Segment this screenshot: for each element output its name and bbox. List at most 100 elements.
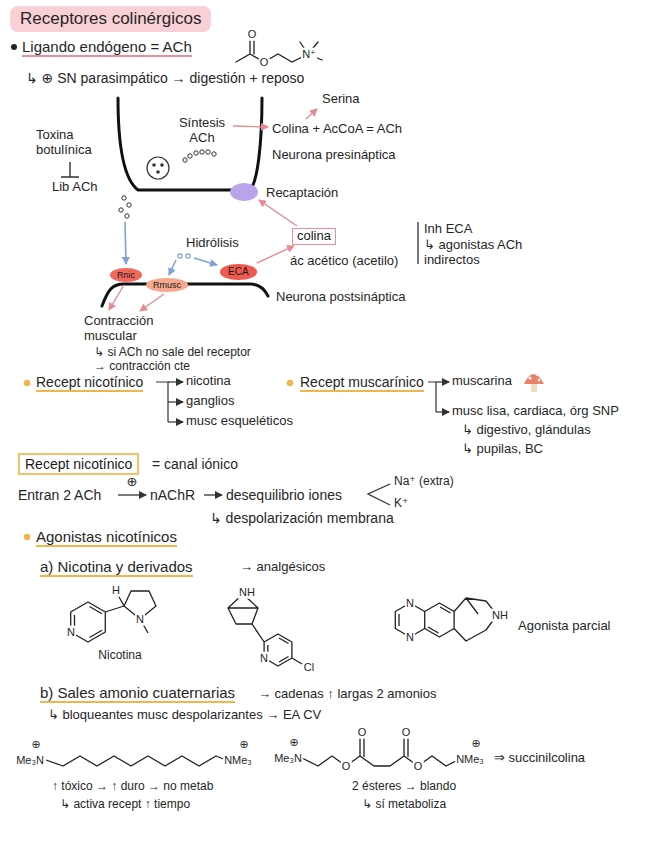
branch-arrow	[436, 411, 449, 412]
part-label: Neurona postsináptica	[276, 290, 405, 305]
note-text: muscarina	[452, 374, 512, 389]
hydrolysis-arrow	[257, 246, 294, 263]
note-text: Colina + AcCoA = ACh	[272, 122, 402, 137]
ach-dot	[200, 150, 204, 154]
heading-text: Ligando endógeno = ACh	[22, 38, 192, 57]
ach-dot	[119, 208, 123, 212]
charge-label: ⊕	[238, 738, 249, 751]
enzyme-shape: ECA	[220, 264, 257, 280]
note-text: Inh ECA	[424, 222, 472, 237]
note-text: ↳ si ACh no sale del receptor → contracc…	[94, 346, 259, 374]
ach-dot	[194, 151, 198, 155]
atom-label: NMe₃	[455, 753, 485, 766]
atom-label: NMe₃	[223, 754, 253, 767]
note-text: Lib ACh	[52, 180, 98, 195]
receptor-shape: Rnic	[110, 268, 142, 282]
split-mark	[368, 484, 390, 505]
structure-name: Agonista parcial	[518, 619, 611, 634]
heading-text: Recept nicotínico	[36, 374, 143, 392]
page-title: Receptores colinérgicos	[10, 6, 211, 32]
effect-arrow	[140, 294, 164, 311]
note-text: ↳ agonistas ACh indirectos	[424, 238, 544, 268]
ach-dot	[206, 150, 210, 154]
mushroom-stem	[531, 384, 537, 392]
node-text: ECA	[228, 266, 249, 277]
reuptake-transporter	[230, 183, 258, 201]
atom-label: H	[111, 584, 121, 597]
branch-arrow	[168, 381, 183, 382]
ach-dot	[212, 152, 216, 156]
note-text: ↑ tóxico → ↑ duro → no metab	[52, 780, 213, 794]
note-text: ↳ activa recept ↑ tiempo	[60, 798, 190, 812]
bracket	[417, 222, 418, 264]
structure-name: ⇒ succinilcolina	[494, 751, 585, 766]
succinylcholine-structure	[302, 736, 458, 766]
reuptake-arrow	[259, 200, 297, 226]
note-text: ác acético (acetilo)	[290, 254, 398, 269]
node-text: Rmusc	[153, 280, 181, 290]
atom-label: O	[341, 760, 352, 773]
note-text: Recaptación	[266, 186, 338, 201]
note-text: nicotina	[186, 374, 231, 389]
term-box: colina	[292, 228, 336, 245]
part-label: Neurona presináptica	[272, 148, 396, 163]
ach-dot	[152, 163, 156, 167]
atom-label: Cl	[303, 661, 315, 674]
term-box: Recept nicotínico	[18, 453, 139, 475]
branch-arrow	[436, 381, 449, 382]
ach-dot	[160, 163, 164, 167]
note-text: ganglios	[186, 394, 234, 409]
node-text: Recept nicotínico	[25, 456, 132, 472]
note-text: → analgésicos	[240, 560, 325, 575]
charge-label: ⊕	[470, 737, 481, 750]
bullet	[24, 380, 30, 386]
atom-label: N	[135, 613, 145, 626]
note-text: ↳ ⊕ SN parasimpático → digestión + repos…	[26, 70, 304, 86]
epibatidine-structure	[228, 594, 302, 666]
note-text: ↳ digestivo, glándulas	[462, 423, 591, 438]
atom-label: N⁺	[301, 48, 317, 61]
note-text: Na⁺ (extra)	[394, 475, 454, 489]
bullet	[24, 534, 30, 540]
ach-dot	[183, 158, 187, 162]
branch-line	[156, 382, 168, 422]
note-text: Serina	[322, 92, 360, 107]
synthesized-ach	[119, 150, 216, 218]
atom-label: NH	[238, 586, 256, 599]
binding-arrow	[169, 260, 176, 275]
atom-label: N	[405, 631, 415, 644]
heading-text: Recept muscarínico	[300, 374, 424, 392]
flow-arrow	[204, 494, 222, 495]
ach-dot	[156, 170, 160, 174]
note-text: musc esqueléticos	[186, 414, 293, 429]
ach-dot	[178, 254, 182, 258]
heading-text: a) Nicotina y derivados	[40, 558, 193, 577]
vesicle	[147, 157, 169, 179]
atom-label: O	[247, 28, 258, 41]
binding-arrow	[194, 258, 217, 265]
note-text: 2 ésteres → blando	[352, 780, 456, 794]
mushroom-spot	[536, 373, 539, 376]
presynaptic-membrane	[118, 98, 262, 190]
atom-label: O	[259, 56, 270, 69]
note-text: ↳ pupilas, BC	[462, 442, 543, 457]
heading-text: b) Sales amonio cuaternarias	[40, 684, 235, 703]
decamethonium-structure	[46, 756, 226, 766]
release-arrow	[125, 222, 126, 264]
note-text: Hidrólisis	[186, 236, 239, 251]
node-text: colina	[297, 228, 331, 243]
note-text: desequilibrio iones	[226, 487, 342, 503]
ach-dot	[125, 214, 129, 218]
note-text: nAChR	[150, 487, 195, 503]
mushroom-cap	[524, 374, 544, 384]
inhibition-mark	[61, 162, 79, 177]
branch-arrow	[168, 401, 183, 402]
note-text: K⁺	[394, 497, 408, 511]
note-text: Toxina botulínica	[36, 128, 108, 158]
serine-arrow	[306, 109, 317, 119]
note-text: ↳ sí metaboliza	[362, 798, 446, 812]
atom-label: N	[66, 626, 76, 639]
note-text: musc lisa, cardiaca, órg SNP	[452, 404, 619, 419]
note-text: Contracción muscular	[84, 314, 166, 344]
